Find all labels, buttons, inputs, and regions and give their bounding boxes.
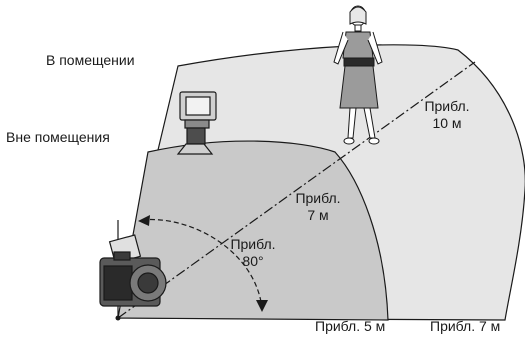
outdoor-range-label: Прибл. 7 м [293, 190, 343, 224]
bottom-range-5-label: Прибл. 5 м [315, 318, 386, 334]
angle-approx: Прибл. [230, 236, 276, 252]
angle-arc [141, 218, 263, 309]
indoors-label: В помещении [46, 52, 135, 68]
angle-arrow-down-icon [256, 300, 268, 312]
coverage-axis-line [117, 61, 476, 319]
outdoor-zone [117, 140, 389, 321]
indoor-range-label: Прибл. 10 м [422, 98, 472, 132]
outdoor-range-approx: Прибл. [295, 190, 341, 206]
woman-subject-icon [333, 5, 383, 145]
dslr-camera-icon [99, 234, 167, 307]
indoor-range-approx: Прибл. [424, 98, 470, 114]
angle-label: Прибл. 80° [228, 236, 278, 270]
speedlite-flash-icon [176, 91, 217, 155]
outdoors-label: Вне помещения [6, 129, 110, 145]
outdoor-range-value: 7 м [307, 207, 329, 223]
origin-point [115, 315, 121, 321]
bottom-range-7-label: Прибл. 7 м [430, 318, 501, 334]
indoor-range-value: 10 м [432, 115, 462, 131]
angle-arrow-left-icon [138, 215, 150, 226]
angle-value: 80° [242, 253, 264, 269]
